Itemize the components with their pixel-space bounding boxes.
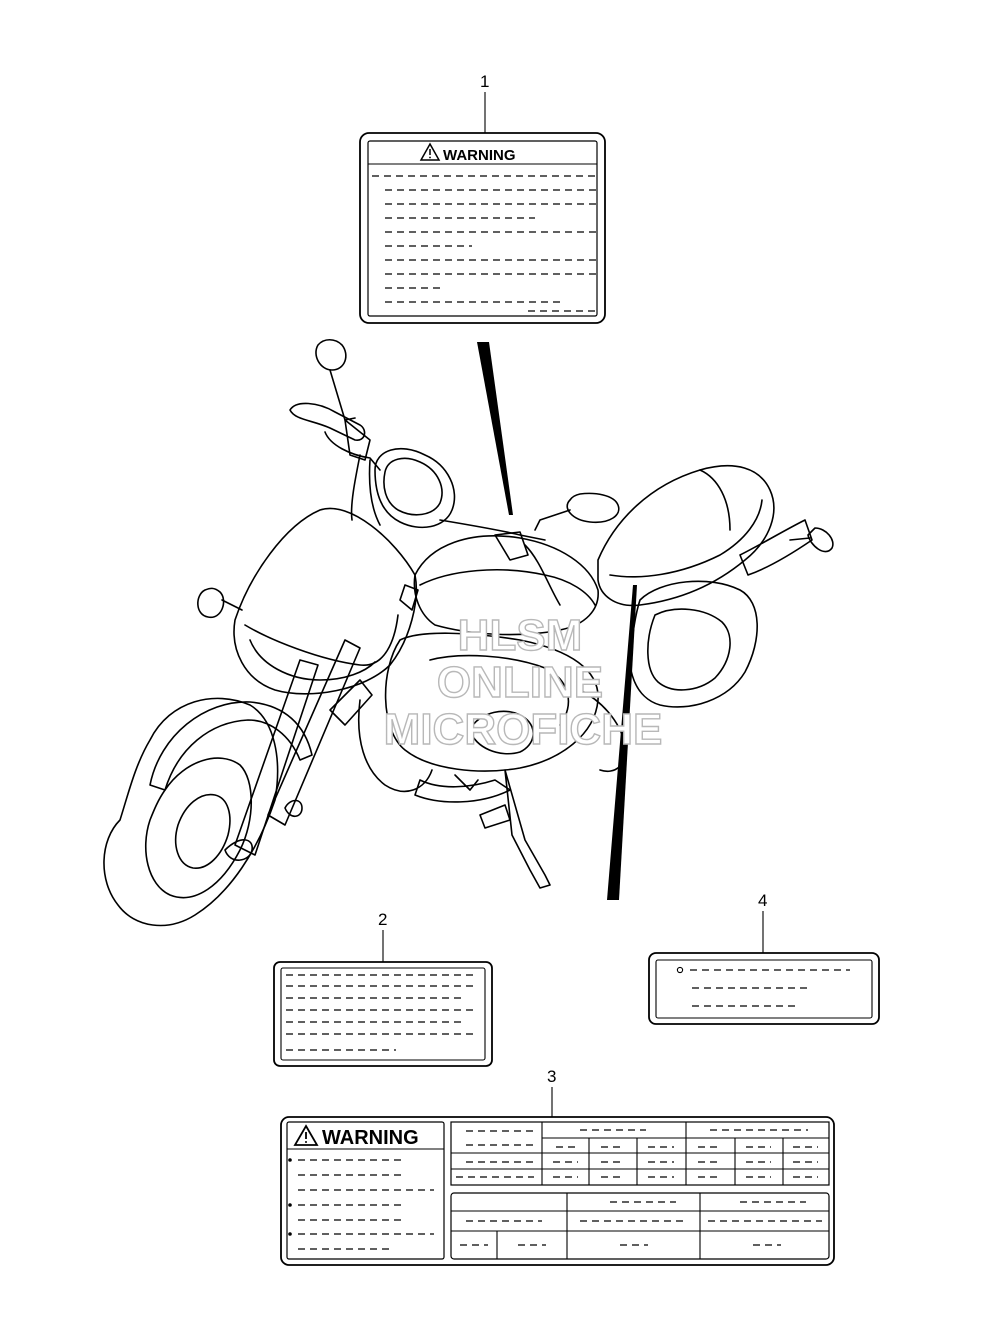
label-1-title: WARNING [443,147,516,164]
label-4-text-lines [690,969,850,1007]
label-2-text-lines [286,974,478,1051]
callout-3: 3 [547,1067,556,1086]
watermark: HLSM ONLINE MICROFICHE [383,610,663,754]
label-3-outer [280,1116,835,1266]
label-1-outer [359,132,606,324]
label-4[interactable]: 4 [648,891,880,1025]
watermark-line-2: ONLINE [437,658,603,707]
pointer-wedge-1 [477,342,513,515]
watermark-line-3: MICROFICHE [384,705,663,754]
label-3-title: WARNING [322,1127,419,1149]
callout-1: 1 [480,72,489,91]
label-2-inner [280,967,486,1061]
label-4-inner [655,959,873,1019]
motorcycle-drawing [103,338,834,927]
label-3-lower-table [450,1192,830,1260]
label-3-warning-panel [286,1121,445,1260]
watermark-line-1: HLSM [458,611,583,660]
label-1-inner [367,140,598,317]
label-2-outer [273,961,493,1067]
label-1[interactable]: 1 WARNING [359,72,606,324]
callout-4: 4 [758,891,767,910]
label-2[interactable]: 2 [273,910,493,1067]
warning-triangle-icon [419,142,441,161]
warning-triangle-icon [293,1124,319,1146]
label-3[interactable]: 3 WARNING [280,1067,835,1266]
callout-2: 2 [378,910,387,929]
label-1-text-lines [372,175,596,312]
label-4-outer [648,952,880,1025]
bullet-icon [676,966,684,974]
label-3-warning-lines [288,1158,434,1250]
label-3-upper-table [450,1121,830,1186]
